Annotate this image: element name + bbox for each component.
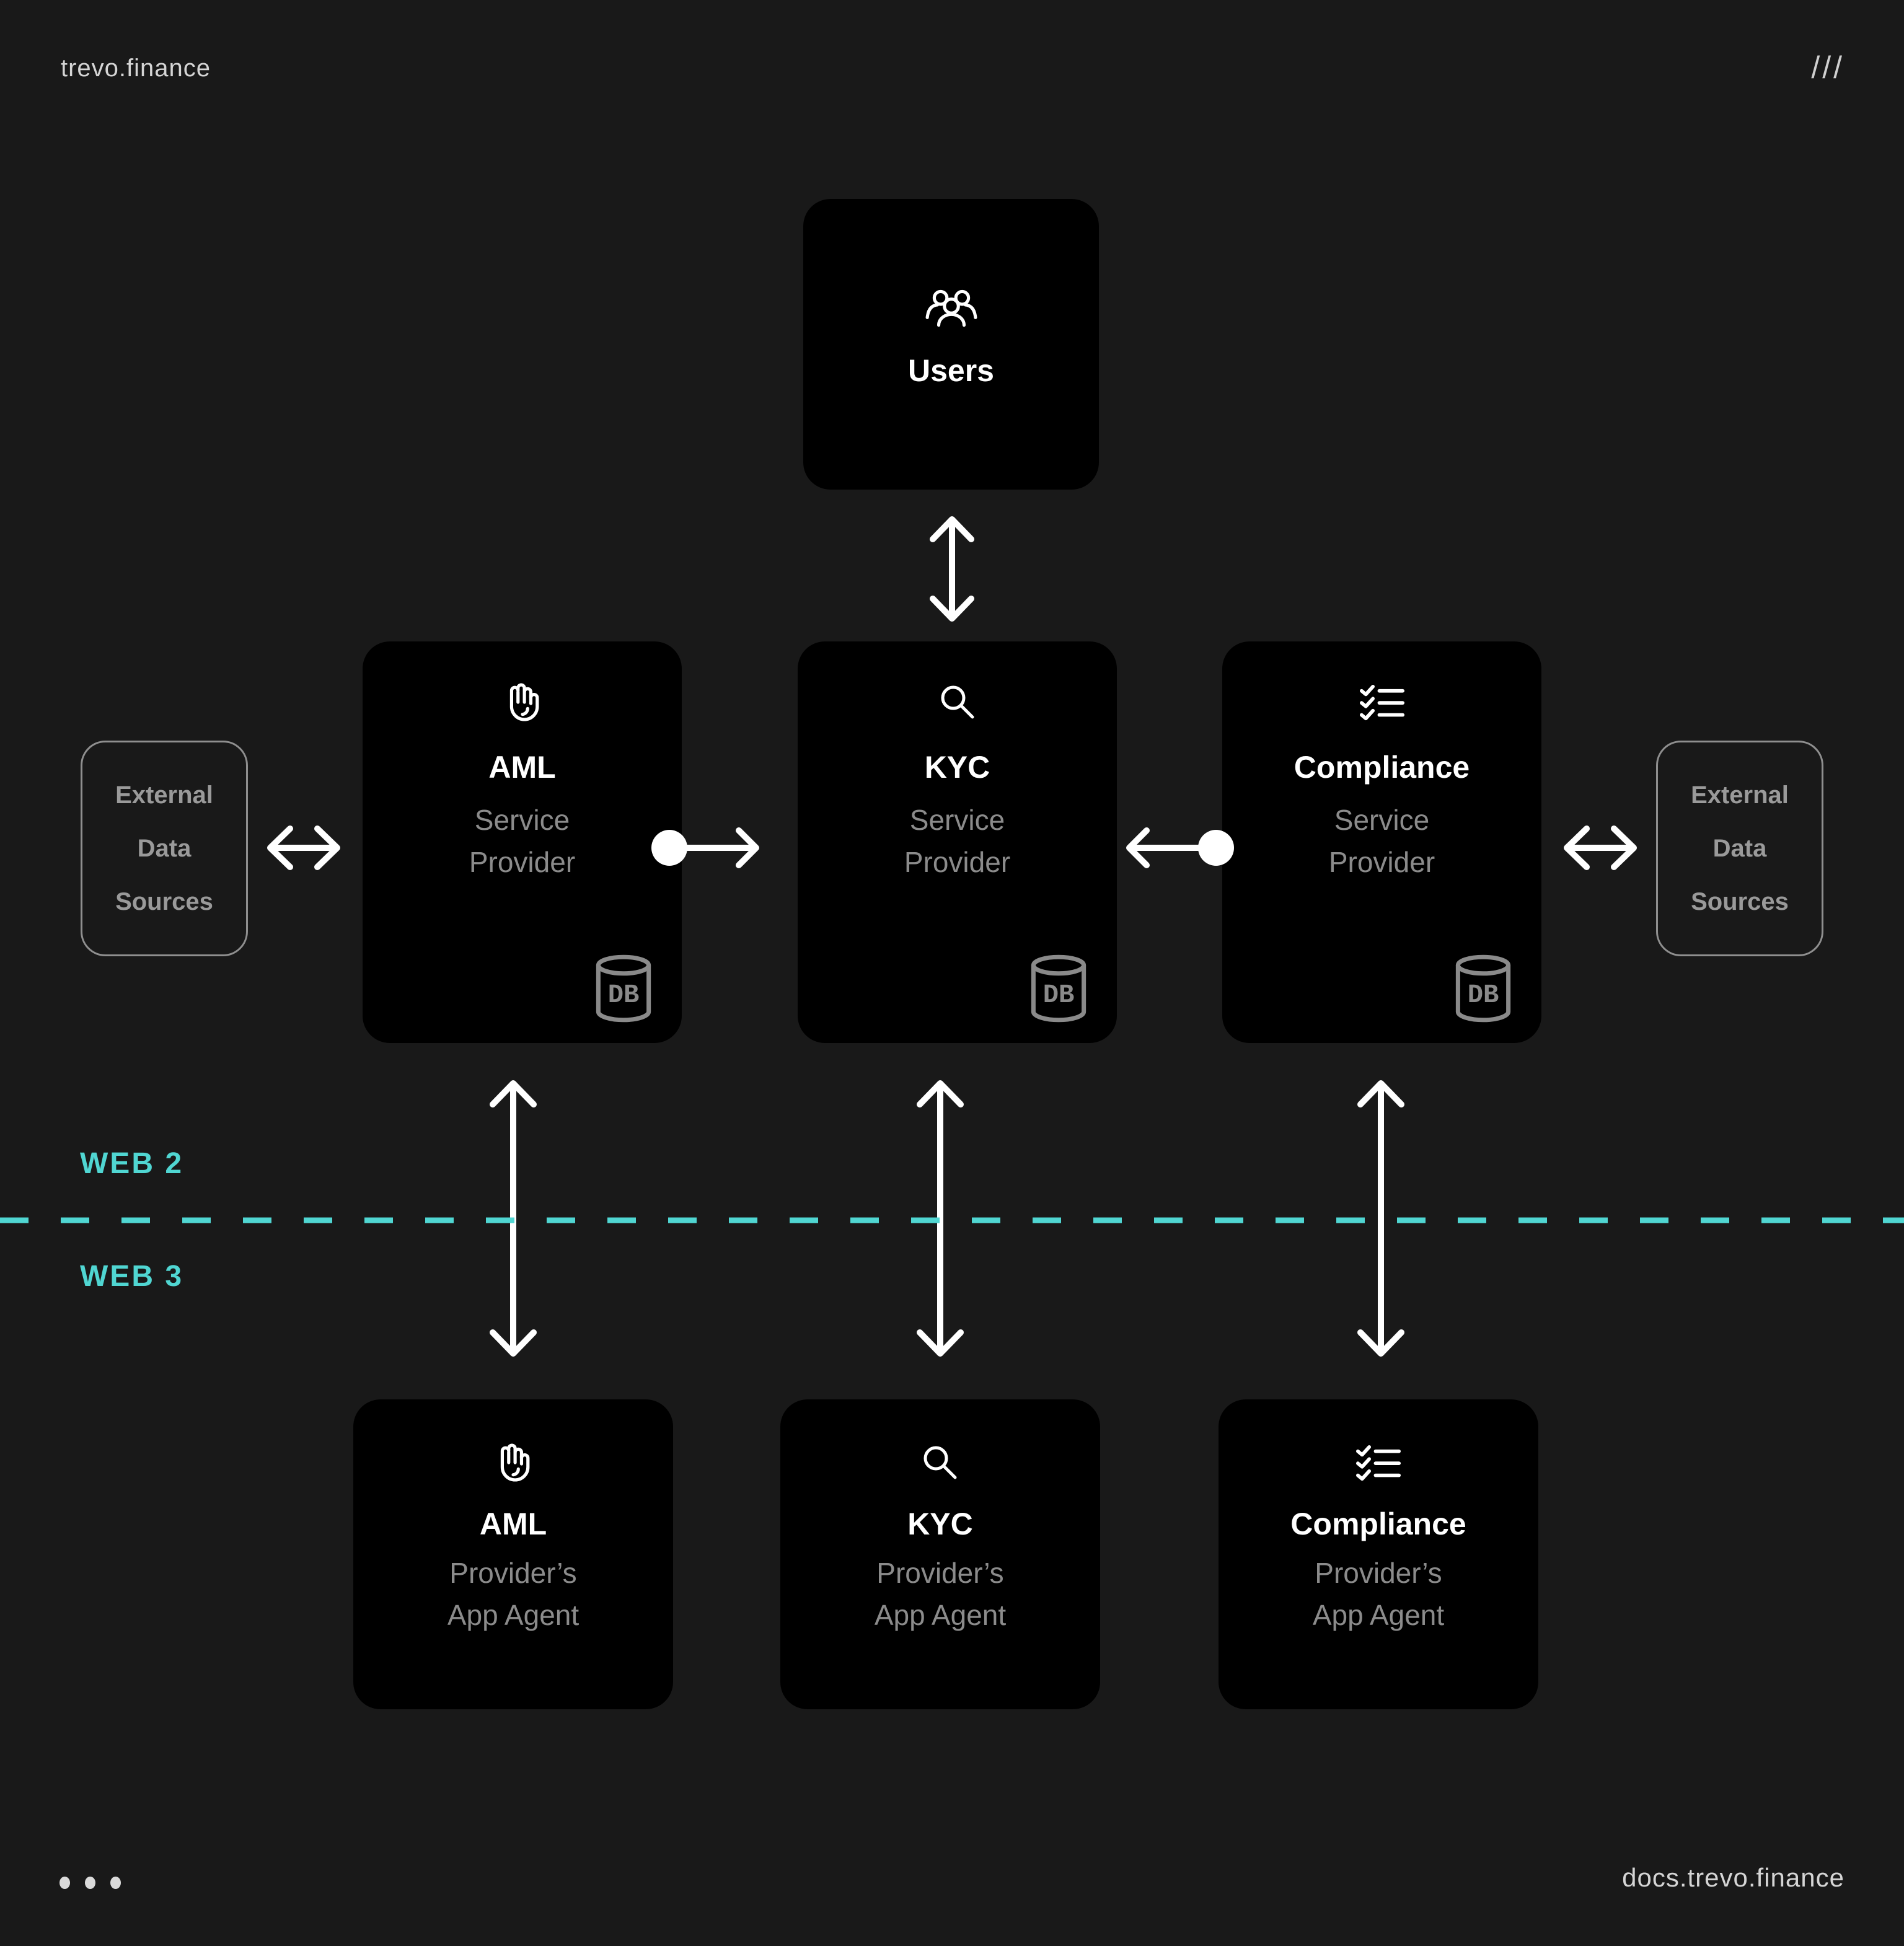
node-subtitle: Service xyxy=(1334,804,1430,836)
users-node: Users xyxy=(803,199,1099,490)
arrow-compliance-agent xyxy=(1353,1076,1409,1361)
search-icon xyxy=(920,1440,960,1485)
hand-icon xyxy=(504,680,541,724)
ext-line: Sources xyxy=(1691,888,1789,915)
ext-line: Data xyxy=(137,835,192,862)
arrow-kyc-agent xyxy=(912,1076,968,1361)
ext-line: Sources xyxy=(115,888,213,915)
web2-label: WEB 2 xyxy=(80,1147,184,1180)
node-title: KYC xyxy=(907,1507,973,1541)
node-subtitle: App Agent xyxy=(447,1599,580,1631)
db-label: DB xyxy=(1468,980,1499,1010)
arrow-compliance-kyc xyxy=(1123,824,1235,871)
db-label: DB xyxy=(608,980,640,1010)
node-title: Compliance xyxy=(1290,1507,1466,1541)
node-title: AML xyxy=(488,750,556,785)
node-subtitle: Service xyxy=(474,804,570,836)
external-data-sources-right-node: External Data Sources xyxy=(1656,741,1823,956)
aml-service-provider-node: AML Service Provider DB xyxy=(363,641,682,1043)
node-subtitle: App Agent xyxy=(874,1599,1007,1631)
users-label: Users xyxy=(908,353,994,388)
dot-icon xyxy=(60,1877,70,1889)
kyc-app-agent-node: KYC Provider’s App Agent xyxy=(780,1399,1100,1709)
arrow-users-kyc xyxy=(924,512,980,626)
node-subtitle: App Agent xyxy=(1312,1599,1445,1631)
compliance-service-provider-node: Compliance Service Provider DB xyxy=(1222,641,1541,1043)
aml-app-agent-node: AML Provider’s App Agent xyxy=(353,1399,673,1709)
node-subtitle: Service xyxy=(909,804,1005,836)
web2-web3-divider xyxy=(0,1216,1904,1227)
node-subtitle: Provider xyxy=(1328,846,1435,878)
compliance-app-agent-node: Compliance Provider’s App Agent xyxy=(1219,1399,1538,1709)
node-title: AML xyxy=(479,1507,547,1541)
node-subtitle: Provider’s xyxy=(449,1557,577,1589)
database-icon: DB xyxy=(1028,953,1090,1027)
checklist-icon xyxy=(1355,1440,1402,1485)
external-data-sources-left-node: External Data Sources xyxy=(81,741,248,956)
web3-label: WEB 3 xyxy=(80,1260,184,1293)
arrow-compliance-external-right xyxy=(1562,820,1639,876)
triple-slash-icon: /// xyxy=(1811,50,1844,85)
arrow-external-left-aml xyxy=(265,820,342,876)
node-subtitle: Provider’s xyxy=(1315,1557,1442,1589)
checklist-icon xyxy=(1359,680,1406,724)
node-subtitle: Provider’s xyxy=(876,1557,1004,1589)
ext-line: Data xyxy=(1712,835,1767,862)
brand-logo: trevo.finance xyxy=(61,55,211,82)
arrow-aml-kyc xyxy=(651,824,762,871)
hand-icon xyxy=(495,1440,532,1485)
dot-icon xyxy=(110,1877,121,1889)
db-label: DB xyxy=(1043,980,1075,1010)
node-title: KYC xyxy=(924,750,990,785)
database-icon: DB xyxy=(1452,953,1514,1027)
node-title: Compliance xyxy=(1294,750,1470,785)
ext-line: External xyxy=(115,781,213,809)
users-icon xyxy=(924,284,979,330)
ext-line: External xyxy=(1691,781,1789,809)
kyc-service-provider-node: KYC Service Provider DB xyxy=(798,641,1117,1043)
search-icon xyxy=(938,680,977,724)
node-subtitle: Provider xyxy=(904,846,1011,878)
database-icon: DB xyxy=(593,953,654,1027)
node-subtitle: Provider xyxy=(469,846,576,878)
docs-url: docs.trevo.finance xyxy=(1622,1863,1844,1892)
dot-icon xyxy=(85,1877,95,1889)
ellipsis-icon xyxy=(60,1877,121,1889)
